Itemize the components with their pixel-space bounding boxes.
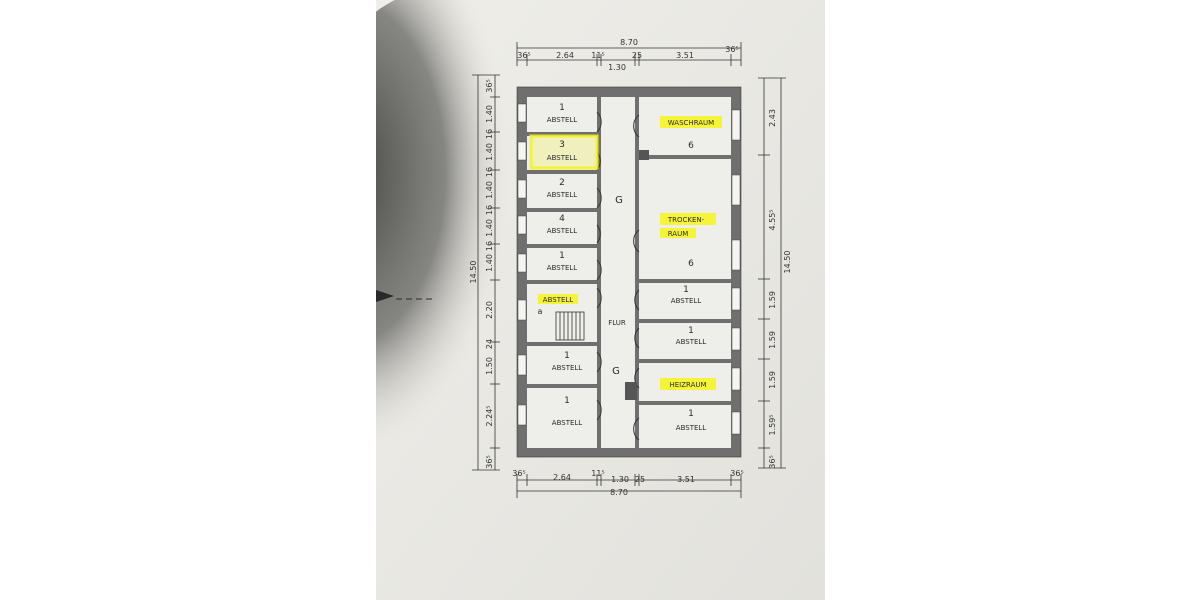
room-l6-number: a [538,307,543,316]
dim-bottom-5: 3.51 [677,475,695,484]
dim-left-7: 1.40 [485,219,494,237]
room-r6-number: 1 [688,409,694,419]
room-left-1 [527,97,597,132]
room-left-6 [527,284,597,342]
dim-top-4: 25 [632,51,642,60]
room-right-6 [639,405,731,448]
dim-top-3: 1.30 [608,63,626,72]
dim-left-1: 1.40 [485,105,494,123]
room-r3-name: ABSTELL [671,297,702,305]
dim-left-8: 16 [485,241,494,251]
dim-right-2: 1.59 [768,291,777,309]
room-r1-name: WASCHRAUM [668,119,714,127]
room-l1-name: ABSTELL [547,116,578,124]
room-l4-number: 4 [559,214,565,224]
room-l5-number: 1 [559,251,565,261]
chimney [625,382,637,400]
dim-top-6: 36⁵ [725,45,738,54]
dim-right-1: 4.55⁵ [768,209,777,230]
room-r6-name: ABSTELL [676,424,707,432]
dim-bottom-0: 36⁵ [512,469,525,478]
flur-label: FLUR [608,319,626,327]
dim-top-2: 11⁵ [591,51,604,60]
dim-right-6: 36⁵ [768,455,777,468]
dim-bottom-2: 11⁵ [591,469,604,478]
dim-left-14: 36⁵ [485,455,494,468]
room-r2-name2: RAUM [668,230,689,238]
room-l1-number: 1 [559,103,565,113]
room-l8-number: 1 [564,396,570,406]
room-l3-name: ABSTELL [547,191,578,199]
room-right-3 [639,283,731,319]
room-left-5 [527,248,597,280]
dim-left-11: 24 [485,339,494,349]
arrow-marker-icon [376,290,394,302]
room-r3-number: 1 [683,285,689,295]
dim-left-12: 1.50 [485,357,494,375]
staircase [555,311,585,341]
dim-left-total: 14.50 [469,261,478,284]
room-left-4 [527,212,597,244]
room-l6-name: ABSTELL [543,296,574,304]
corridor-label-top: G [615,195,623,206]
dim-left-10: 2.20 [485,301,494,319]
room-r1-number: 6 [688,141,694,151]
dim-bottom-3: 1.30 [611,475,629,484]
dim-bottom-4: 25 [635,475,645,484]
dim-top-total: 8.70 [620,38,638,47]
room-right-4 [639,323,731,359]
corridor-label-bottom: G [612,366,620,377]
dim-left-0: 36⁵ [485,79,494,92]
dim-top-5: 3.51 [676,51,694,60]
room-l7-name: ABSTELL [552,364,583,372]
dim-top-0: 36⁵ [517,51,530,60]
room-l7-number: 1 [564,351,570,361]
dim-left-2: 16 [485,129,494,139]
room-l2-name: ABSTELL [547,154,578,162]
dim-bottom-6: 36⁵ [730,469,743,478]
dim-right-total: 14.50 [783,251,792,274]
dim-right-4: 1.59 [768,371,777,389]
room-r4-number: 1 [688,326,694,336]
dim-bottom-total: 8.70 [610,488,628,497]
room-l5-name: ABSTELL [547,264,578,272]
room-l3-number: 2 [559,178,565,188]
room-left-3 [527,174,597,208]
dim-left-6: 16 [485,205,494,215]
dim-right-0: 2.43 [768,109,777,127]
room-l2-number: 3 [559,140,565,150]
room-left-7 [527,346,597,384]
shaft [639,150,649,160]
dim-left-9: 1.40 [485,254,494,272]
dim-left-3: 1.40 [485,143,494,161]
dim-right-3: 1.59 [768,331,777,349]
dim-top-1: 2.64 [556,51,574,60]
room-l8-name: ABSTELL [552,419,583,427]
dim-left-4: 16 [485,167,494,177]
room-r2-name: TROCKEN- [667,216,705,224]
dim-right-5: 1.59⁵ [768,414,777,435]
room-left-8 [527,388,597,448]
room-l4-name: ABSTELL [547,227,578,235]
dim-left-5: 1.40 [485,181,494,199]
dim-bottom-1: 2.64 [553,473,571,482]
dim-left-13: 2.24⁵ [485,405,494,426]
room-left-2 [527,136,597,170]
room-r2-number: 6 [688,259,694,269]
room-r4-name: ABSTELL [676,338,707,346]
room-r5-name: HEIZRAUM [669,381,706,389]
